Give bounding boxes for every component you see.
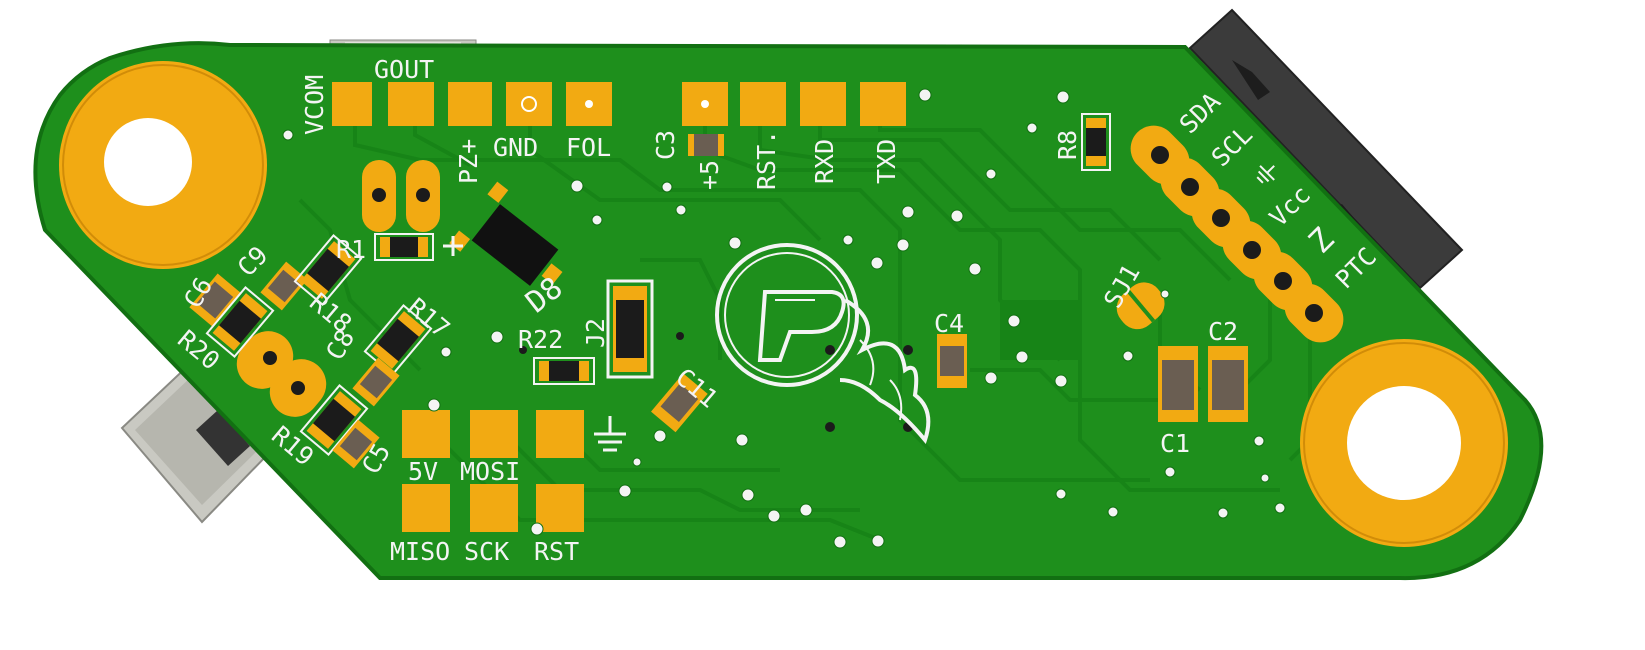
label-r1: R1 — [336, 235, 366, 264]
label-vcom: VCOM — [300, 75, 329, 135]
pad-rxd — [800, 82, 846, 126]
black-vias — [519, 332, 913, 432]
copper-pour — [1000, 300, 1080, 360]
pad-rst — [740, 82, 786, 126]
label-r8: R8 — [1053, 130, 1082, 160]
label-gnd: GND — [493, 133, 538, 162]
jst-connector-left — [120, 360, 274, 524]
label-mosi: MOSI — [460, 457, 520, 486]
label-j2: J2 — [581, 318, 610, 348]
label-rxd: RXD — [810, 139, 839, 184]
smd-components — [189, 113, 1248, 469]
label-gout: GOUT — [374, 55, 434, 84]
vias — [282, 88, 1286, 549]
top-pad-row-right — [682, 82, 906, 126]
label-plus5: +5 — [695, 160, 724, 190]
mounting-hole-right — [1300, 339, 1508, 547]
label-sck: SCK — [464, 537, 509, 566]
polarity-plus-icon — [443, 236, 463, 256]
label-5v: 5V — [408, 457, 438, 486]
label-pz: PZ+ — [454, 139, 483, 184]
ground-symbol-icon — [594, 416, 626, 452]
label-c3: C3 — [651, 130, 680, 160]
label-fol: FOL — [566, 133, 611, 162]
pad-vcom — [332, 82, 372, 126]
icsp-pad-grid — [402, 410, 584, 532]
label-rst-top: RST. — [752, 130, 781, 190]
pad-txd — [860, 82, 906, 126]
mounting-hole-left — [59, 61, 267, 269]
label-miso: MISO — [390, 537, 450, 566]
label-r22: R22 — [518, 325, 563, 354]
pad-pz — [448, 82, 492, 126]
label-rst-bottom: RST — [534, 537, 579, 566]
oval-pad-row — [1130, 125, 1344, 343]
label-c2: C2 — [1208, 317, 1238, 346]
flame-p-logo-icon — [715, 243, 931, 445]
small-ground-symbol-icon — [1256, 165, 1275, 184]
label-txd: TXD — [872, 139, 901, 184]
pad-gnd — [506, 82, 552, 126]
label-c1: C1 — [1160, 429, 1190, 458]
left-pads — [236, 160, 440, 417]
label-c4: C4 — [934, 309, 964, 338]
pad-gout — [388, 82, 434, 126]
